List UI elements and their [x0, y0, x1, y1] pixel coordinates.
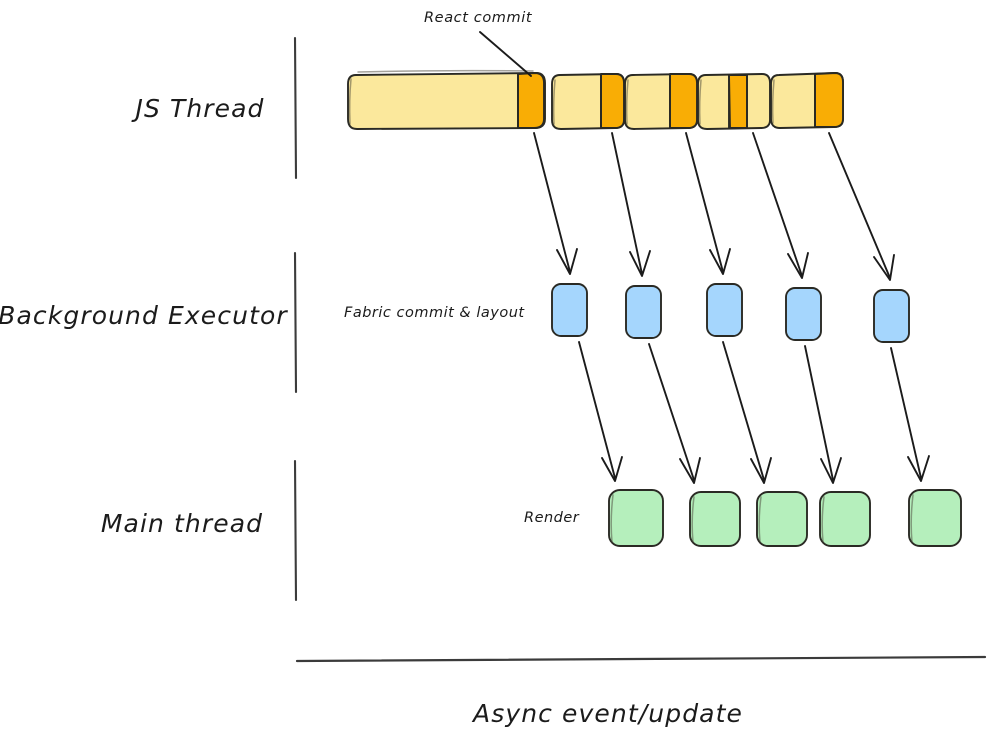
- timeline-baseline: [295, 655, 987, 663]
- flow-arrow: [648, 343, 701, 484]
- caption-async-event-update: Async event/update: [471, 699, 743, 728]
- executor-block: [706, 283, 743, 337]
- executor-block: [625, 285, 662, 339]
- main-thread-block: [819, 491, 871, 547]
- executor-block: [873, 289, 910, 343]
- callout-label-react-commit: React commit: [424, 10, 533, 26]
- flow-arrow: [685, 132, 731, 275]
- axis-segment-background-executor: [293, 251, 298, 394]
- js-thread-block: [624, 73, 698, 130]
- main-thread-block: [608, 489, 664, 547]
- flow-arrow: [722, 341, 772, 484]
- main-thread-blocks: [608, 489, 962, 547]
- executor-block: [551, 283, 588, 337]
- inline-label-fabric-commit-layout: Fabric commit & layout: [344, 305, 525, 321]
- flow-arrow: [578, 341, 623, 482]
- executor-block: [785, 287, 822, 341]
- lane-label-background-executor: Background Executor: [0, 301, 288, 330]
- flow-arrow: [890, 347, 930, 482]
- main-thread-block: [689, 491, 741, 547]
- react-commit-leader-line: [479, 31, 532, 77]
- background-executor-blocks: [551, 283, 910, 343]
- flow-arrow: [804, 345, 842, 484]
- flow-arrow: [611, 132, 651, 277]
- js-thread-block: [347, 69, 546, 130]
- main-thread-block: [908, 489, 962, 547]
- js-thread-block: [697, 73, 771, 130]
- flow-arrow: [752, 132, 809, 279]
- inline-label-render: Render: [524, 510, 580, 526]
- flow-arrow: [533, 132, 578, 275]
- js-thread-block: [770, 72, 844, 129]
- lane-label-main-thread: Main thread: [101, 509, 263, 538]
- arrows-js-to-executor: [533, 132, 895, 281]
- arrows-executor-to-main: [578, 341, 930, 484]
- axis-segment-main-thread: [293, 459, 298, 602]
- flow-arrow: [828, 132, 895, 281]
- axis-segment-js-thread: [293, 36, 298, 180]
- js-thread-block: [551, 73, 625, 130]
- main-thread-block: [756, 491, 808, 547]
- axis-segments: [293, 36, 298, 602]
- lane-label-js-thread: JS Thread: [130, 94, 264, 123]
- js-thread-blocks: [347, 69, 844, 130]
